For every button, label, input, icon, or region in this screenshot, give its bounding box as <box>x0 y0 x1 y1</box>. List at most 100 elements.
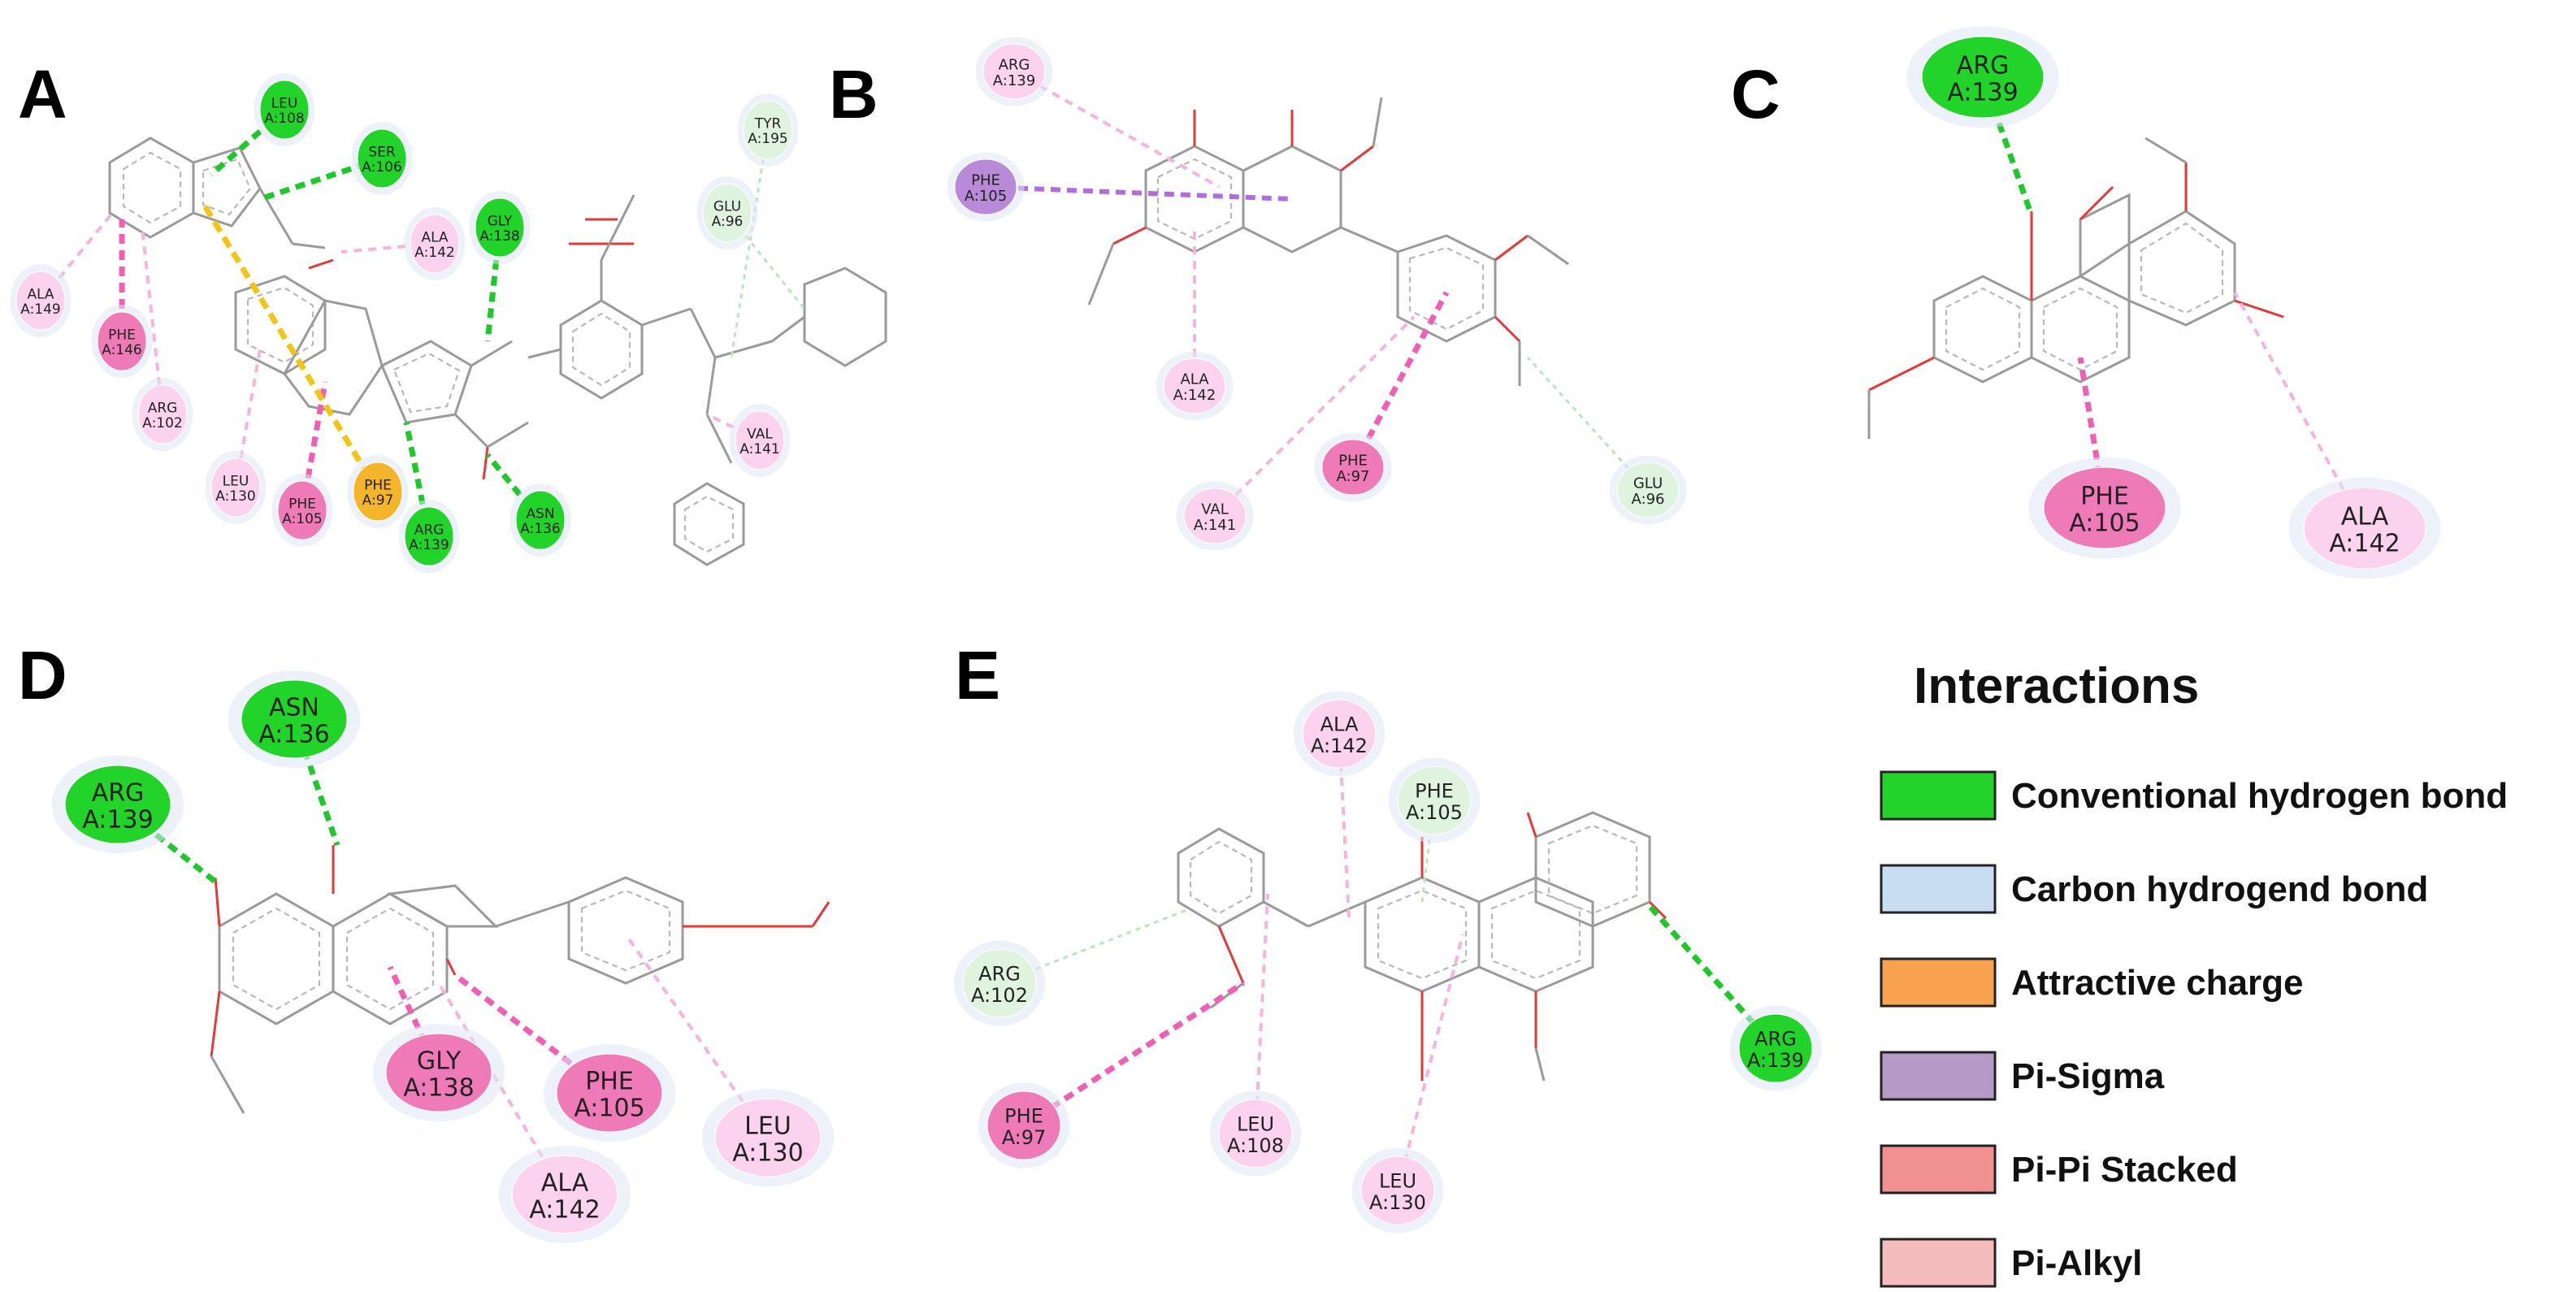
residue-chain-position: A:139 <box>82 806 153 835</box>
residue-disc <box>241 679 348 759</box>
legend-label: Carbon hydrogend bond <box>2011 869 2428 909</box>
residue-disc <box>2043 466 2166 549</box>
residue-chain-position: A:139 <box>409 537 449 553</box>
residue-disc <box>2303 487 2426 570</box>
residue-chain-position: A:138 <box>403 1074 474 1103</box>
residue-disc <box>1218 1099 1293 1168</box>
panel-a-letter: A <box>18 56 67 132</box>
residue-name: ASN <box>526 505 554 522</box>
residue-name: ARG <box>1957 52 2010 80</box>
legend-title: Interactions <box>1914 658 2199 714</box>
residue-name: GLY <box>417 1047 462 1076</box>
panel-c-ligand-structure <box>1867 137 2284 439</box>
residue-chain-position: A:142 <box>1311 735 1368 757</box>
residue-disc <box>1183 488 1247 544</box>
legend-label: Pi-Sigma <box>2011 1056 2165 1096</box>
residue-name: PHE <box>1004 1104 1043 1127</box>
residue-name: PHE <box>1338 452 1368 469</box>
panel-e-residues: ALAA:142PHEA:105ARGA:102ARGA:139PHEA:97L… <box>953 691 1822 1233</box>
residue-disc <box>1360 1155 1435 1225</box>
residue-disc <box>511 1155 618 1234</box>
residue-disc <box>259 80 310 140</box>
residue-chain-position: A:138 <box>479 228 520 245</box>
residue-chain-position: A:96 <box>712 214 744 230</box>
panel-a-interaction-lines <box>39 107 806 537</box>
residue-chain-position: A:146 <box>102 342 142 358</box>
legend-swatch <box>1880 1238 1997 1288</box>
panel-c-interaction-lines <box>1980 76 2366 529</box>
residue-name: TYR <box>754 115 782 132</box>
legend-item-pi-sigma: Pi-Sigma <box>1880 1051 2165 1101</box>
panel-d-ligand-structure <box>210 845 830 1114</box>
residue-disc <box>1163 358 1226 414</box>
panel-b-interaction-lines <box>985 70 1650 518</box>
residue-chain-position: A:149 <box>20 301 61 318</box>
residue-disc <box>1921 36 2045 119</box>
residue-disc <box>64 765 171 844</box>
residue-chain-position: A:97 <box>1002 1126 1047 1149</box>
residue-chain-position: A:105 <box>282 511 323 527</box>
residue-chain-position: A:195 <box>748 131 788 147</box>
residue-disc <box>475 197 525 258</box>
residue-disc <box>954 158 1017 215</box>
panel-b-residues: ARGA:139PHEA:105ALAA:142PHEA:97VALA:141G… <box>947 37 1687 551</box>
legend-swatch <box>1880 1144 1997 1194</box>
residue-chain-position: A:105 <box>574 1095 644 1123</box>
residue-chain-position: A:136 <box>520 521 561 537</box>
residue-disc <box>1321 439 1385 496</box>
residue-chain-position: A:141 <box>739 441 780 457</box>
residue-chain-position: A:142 <box>414 245 455 261</box>
legend-label: Attractive charge <box>2011 963 2303 1003</box>
legend-swatch <box>1880 957 1997 1008</box>
residue-name: ALA <box>1180 371 1209 388</box>
residue-name: ALA <box>27 286 54 302</box>
legend-item-carbon-hbond: Carbon hydrogend bond <box>1880 864 2428 914</box>
panel-d-letter: D <box>18 637 67 713</box>
interaction-line-leu-108 <box>1254 893 1269 1134</box>
residue-name: LEU <box>1237 1112 1274 1135</box>
residue-disc <box>987 1090 1061 1160</box>
residue-chain-position: A:130 <box>215 488 256 505</box>
residue-name: VAL <box>1201 501 1229 518</box>
residue-name: ARG <box>999 56 1030 73</box>
residue-name: PHE <box>971 171 1000 189</box>
residue-disc <box>714 1098 822 1177</box>
residue-disc <box>357 128 407 189</box>
interaction-line-phe-105 <box>1420 800 1436 903</box>
residue-disc <box>1616 462 1680 518</box>
residue-chain-position: A:108 <box>1227 1134 1284 1157</box>
residue-chain-position: A:105 <box>965 188 1007 205</box>
residue-chain-position: A:97 <box>362 492 394 509</box>
panel-d-interaction-lines <box>115 718 770 1196</box>
panel-e-ligand-structure <box>1177 811 1667 1082</box>
residue-name: PHE <box>108 327 136 343</box>
residue-disc <box>1397 765 1472 835</box>
residue-name: ASN <box>269 694 319 722</box>
